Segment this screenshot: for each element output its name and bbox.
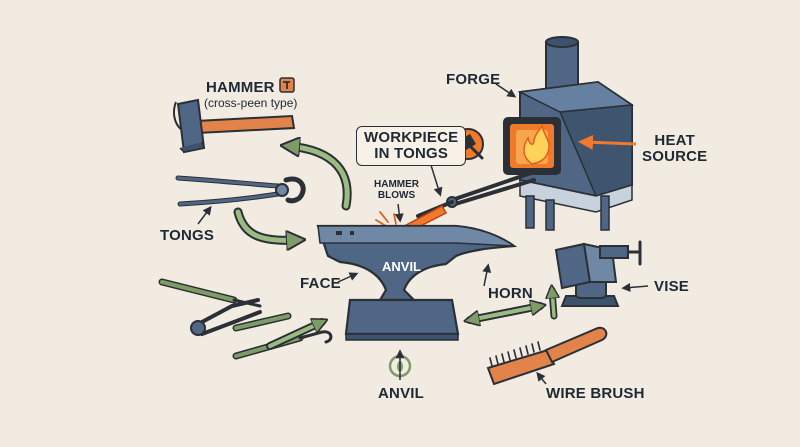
fire-icon — [523, 123, 550, 165]
hammer-label: HAMMER — [206, 79, 275, 96]
tongs-in-forge-icon — [416, 168, 542, 218]
flow-arrows — [233, 146, 554, 350]
forge-label: FORGE — [446, 71, 501, 88]
anvil-body-label: ANVIL — [382, 259, 421, 274]
tongs-icon — [175, 175, 306, 207]
vise-icon — [554, 240, 642, 307]
tongs-label: TONGS — [160, 227, 215, 244]
horn-label: HORN — [488, 285, 533, 302]
hammer-blows-label: HAMMER BLOWS — [374, 179, 419, 201]
wire-brush-icon — [486, 326, 608, 386]
leader-lines — [197, 83, 649, 385]
punch-icon — [190, 298, 292, 336]
heat-label-line2: SOURCE — [642, 147, 708, 165]
anvil-icon — [316, 224, 518, 341]
blows-label-line1: HAMMER — [374, 179, 419, 190]
anvil-bottom-label: ANVIL — [378, 385, 424, 402]
vise-label: VISE — [654, 278, 689, 295]
hammer-label-icon — [279, 77, 295, 93]
workpiece-label-line2: IN TONGS — [374, 144, 449, 162]
forge-icon — [503, 36, 635, 231]
workpiece-label-line1: WORKPIECE — [364, 129, 459, 146]
workpiece-label: WORKPIECE IN TONGS — [356, 126, 467, 166]
hammer-icon — [173, 98, 296, 154]
blows-label-line2: BLOWS — [377, 189, 416, 201]
heat-arrow — [578, 134, 637, 150]
face-label: FACE — [300, 275, 341, 292]
heat-source-label: HEAT SOURCE — [642, 133, 707, 165]
wire-brush-label: WIRE BRUSH — [546, 385, 645, 402]
hammer-sublabel: (cross-peen type) — [204, 96, 298, 110]
heat-label-line1: HEAT — [654, 132, 695, 149]
